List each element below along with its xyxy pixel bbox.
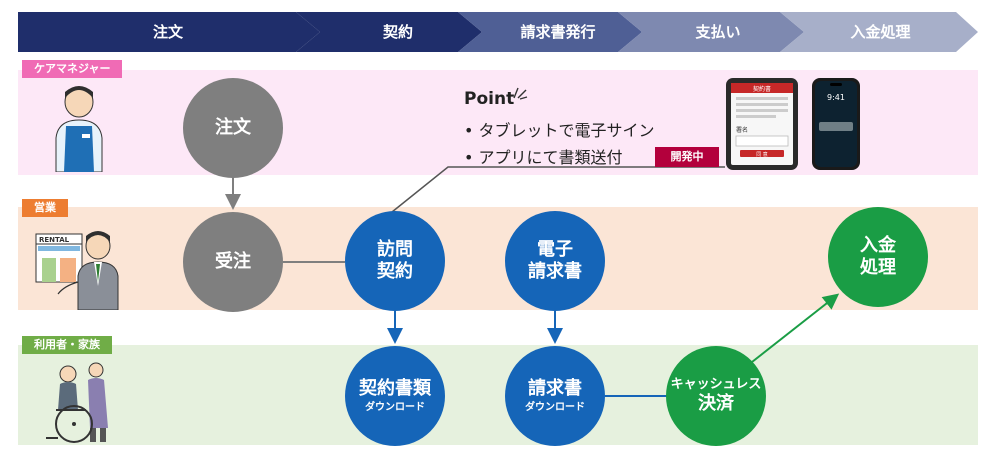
node-cashless-top: キャッシュレス — [670, 377, 762, 393]
point-item-2: • アプリにて書類送付 — [464, 144, 623, 168]
node-e-invoice-line2: 請求書 — [528, 261, 582, 282]
tablet-title: 契約書 — [753, 85, 771, 93]
node-visit-contract: 訪問 契約 — [345, 211, 445, 311]
phase-header — [18, 12, 978, 52]
tablet-sign-label: 署名 — [736, 126, 748, 134]
node-order: 注文 — [183, 78, 283, 178]
in-development-badge: 開発中 — [655, 147, 719, 167]
arrow-cashless-to-payment-processing — [751, 293, 840, 363]
lane-label-user-family: 利用者・家族 — [22, 336, 112, 354]
phase-chevron-4 — [618, 12, 804, 52]
node-contract-download: 契約書類 ダウンロード — [345, 346, 445, 446]
tablet-device: 契約書 署名 同 意 — [726, 78, 798, 170]
phase-label-payment-processing: 入金処理 — [850, 23, 911, 41]
bullet-icon: • — [464, 148, 474, 167]
node-order-label: 注文 — [215, 117, 251, 139]
phase-label-payment: 支払い — [695, 23, 741, 41]
phase-chevron-2 — [296, 12, 482, 52]
point-item-1-text: タブレットで電子サイン — [478, 121, 655, 140]
node-e-invoice-line1: 電子 — [537, 239, 573, 261]
user-family-band — [18, 345, 978, 445]
node-payment-processing-line2: 処理 — [860, 257, 896, 278]
node-e-invoice: 電子 請求書 — [505, 211, 605, 311]
bullet-icon: • — [464, 121, 474, 140]
phone-time: 9:41 — [827, 93, 845, 102]
user-family-illustration — [46, 362, 108, 443]
smartphone-device: 9:41 — [812, 78, 860, 170]
point-title: Point — [464, 89, 515, 109]
node-invoice-download: 請求書 ダウンロード — [505, 346, 605, 446]
care-manager-illustration — [55, 86, 103, 172]
phase-chevron-1 — [18, 12, 320, 52]
node-receive-order: 受注 — [183, 212, 283, 312]
tablet-agree-button: 同 意 — [756, 151, 768, 158]
node-cashless: キャッシュレス 決済 — [666, 346, 766, 446]
node-receive-order-label: 受注 — [215, 251, 251, 273]
node-contract-download-title: 契約書類 — [359, 378, 431, 400]
phase-label-order: 注文 — [152, 23, 183, 41]
callout-line-point — [391, 166, 725, 213]
sales-band — [18, 207, 978, 310]
lane-label-sales: 営業 — [22, 199, 68, 217]
node-visit-contract-line1: 訪問 — [377, 239, 413, 261]
phase-label-contract: 契約 — [382, 23, 413, 41]
phase-chevron-3 — [458, 12, 642, 52]
point-item-1: • タブレットで電子サイン — [464, 117, 655, 141]
node-contract-download-sub: ダウンロード — [365, 401, 425, 413]
point-item-2-text: アプリにて書類送付 — [478, 148, 623, 167]
node-payment-processing: 入金 処理 — [828, 207, 928, 307]
lane-label-care-manager: ケアマネジャー — [22, 60, 123, 78]
node-invoice-download-title: 請求書 — [528, 378, 582, 400]
node-cashless-bottom: 決済 — [698, 393, 734, 414]
node-payment-processing-line1: 入金 — [860, 235, 896, 257]
sales-illustration: RENTAL — [35, 231, 119, 310]
phase-label-invoice-issue: 請求書発行 — [520, 23, 596, 41]
sparkle-icon — [513, 87, 528, 100]
node-invoice-download-sub: ダウンロード — [525, 401, 585, 413]
node-visit-contract-line2: 契約 — [377, 261, 413, 282]
phase-chevron-5 — [780, 12, 978, 52]
rental-sign: RENTAL — [39, 236, 70, 244]
